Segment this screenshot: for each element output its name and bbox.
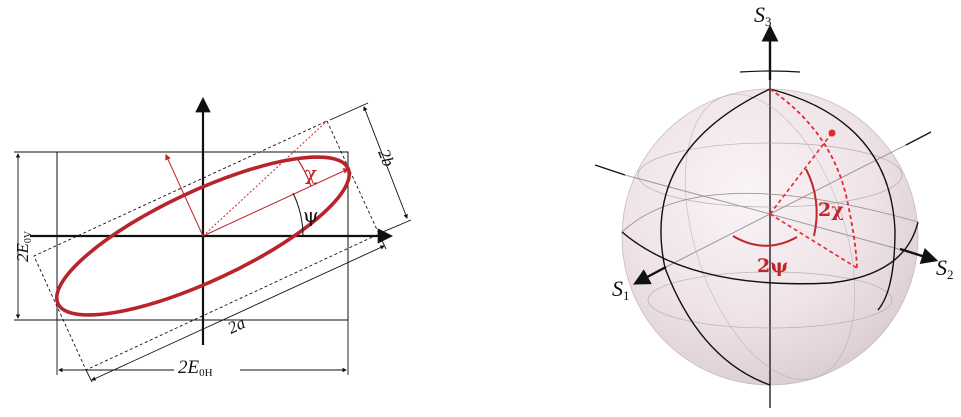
grid-latitude-lower [647, 271, 893, 329]
psi-angle-arc [292, 192, 304, 237]
two-chi-label: 2χ [818, 199, 844, 221]
s1-axis-arrow [633, 265, 667, 285]
horizontal-extent-label: 2E0H [178, 357, 213, 379]
minor-dim-ext-bottom [377, 219, 412, 235]
minor-axis-label: 2b [374, 146, 398, 169]
minor-dim-ext-top [329, 102, 369, 121]
poincare-sphere-diagram: 2ψ 2χ S3 S1 S2 [594, 2, 954, 408]
s2-label: S2 [936, 255, 954, 282]
meridian-right [769, 88, 896, 311]
two-psi-label: 2ψ [757, 255, 788, 277]
grid-meridian-faint [684, 93, 856, 381]
red-projection-line [769, 213, 858, 269]
psi-label: ψ [303, 203, 319, 227]
chi-label: χ [305, 161, 317, 185]
s1-axis-back-outer [905, 131, 932, 146]
s2-axis [769, 213, 903, 251]
s1-axis [663, 213, 771, 269]
polarization-ellipse-diagram: ψ χ 2b 2a 2E0V 2E0H [13, 96, 412, 383]
s2-axis-back [624, 174, 771, 215]
grid-latitude-upper [637, 142, 903, 208]
meridian-top-arc [739, 70, 801, 73]
equator-back [621, 192, 919, 233]
h-label-background [174, 353, 240, 379]
red-meridian-dotted [769, 88, 858, 269]
minor-dim-line [363, 106, 408, 219]
s3-label: S3 [754, 2, 772, 29]
vertical-extent-label: 2E0V [13, 230, 34, 262]
chi-angle-arc [295, 156, 312, 187]
s2-axis-back-outer [594, 164, 626, 176]
minor-axis-vector [165, 153, 204, 237]
major-axis-label: 2a [225, 313, 248, 337]
two-chi-arc [805, 168, 818, 237]
two-psi-arc [732, 235, 798, 247]
chi-diagonal [202, 120, 328, 237]
meridian-left [660, 88, 771, 386]
equator-front [621, 221, 919, 285]
s2-axis-arrow [899, 247, 939, 264]
major-dim-line [91, 245, 385, 381]
s1-label: S1 [612, 276, 630, 303]
major-dim-ext-right [378, 233, 387, 250]
major-axis-vector [202, 168, 350, 237]
major-dim-ext-left [85, 369, 93, 383]
polarization-state-point [828, 129, 836, 137]
red-vector-to-point [769, 132, 833, 215]
s1-axis-back [769, 144, 907, 215]
